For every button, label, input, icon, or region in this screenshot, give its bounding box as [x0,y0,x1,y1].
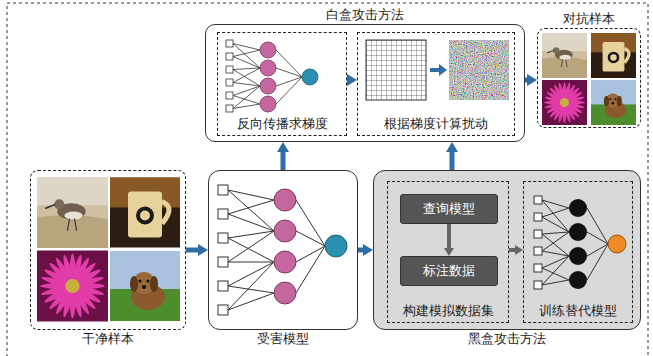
victim-network-part [325,235,347,257]
victim-network-part [274,189,296,304]
victim-network-part-part [274,282,296,304]
label-holder: 干净样本 [31,329,185,347]
dark-step-box: 标注数据 [400,256,498,286]
adversarial-sample-images [542,33,636,125]
label-holder: 反向传播求梯度 [218,116,346,132]
step-box: 根据梯度计算扰动 [357,32,515,136]
sample-box: 对抗样本 [537,28,641,128]
step-box: 训练替代模型 [523,181,633,323]
flow-arrow [450,148,455,170]
label-holder: 查询模型 [401,201,497,217]
victim-network-part-part [274,251,296,273]
victim-network-part [218,185,228,315]
victim-network-part-part [218,257,228,267]
outer-frame [7,3,648,356]
clean-sample-images-part [37,177,108,248]
clean-sample-images-part [110,251,180,321]
clean-sample-images-part [37,251,108,322]
victim-network-part-part [274,220,296,242]
victim-network [218,185,347,315]
label-holder: 构建模拟数据集 [388,303,508,319]
outer-frame-part [7,3,648,356]
label-holder: 训练替代模型 [524,303,632,319]
victim-network-part-part [274,189,296,211]
victim-network-part-part [218,185,228,195]
step-box: 构建模拟数据集查询模型标注数据 [387,181,509,323]
node-label: 受害模型 [255,331,311,347]
step-box: 反向传播求梯度 [217,32,347,136]
adversarial-sample-images-part [542,80,587,125]
method-panel: 黑盒攻击方法构建模拟数据集查询模型标注数据训练替代模型 [373,170,641,330]
victim-network-part-part [218,305,228,315]
node-label: 训练替代模型 [537,303,619,319]
adversarial-sample-images-part [591,80,636,125]
node-label: 查询模型 [421,201,477,217]
victim-network-part-part [218,209,228,219]
adversarial-sample-images-part [542,33,587,78]
flow-arrow [358,248,367,253]
sample-box: 干净样本 [30,170,186,330]
node-label: 对抗样本 [561,11,617,27]
clean-sample-images-part [110,178,180,248]
label-holder: 黑盒攻击方法 [374,329,640,347]
node-label: 根据梯度计算扰动 [382,116,490,132]
node-label: 黑盒攻击方法 [466,331,548,347]
node-label: 干净样本 [80,331,136,347]
victim-network-part-part [218,281,228,291]
label-holder: 根据梯度计算扰动 [358,116,514,132]
victim-network-part [228,190,325,310]
node-label: 反向传播求梯度 [235,116,330,132]
node-label: 白盒攻击方法 [324,7,406,23]
clean-sample-images [37,177,180,322]
victim-network-part-part [218,233,228,243]
flow-arrow [281,148,286,170]
flow-arrow [525,78,531,83]
node-label: 构建模拟数据集 [401,303,496,319]
method-panel: 白盒攻击方法反向传播求梯度根据梯度计算扰动 [205,24,525,142]
label-holder: 对抗样本 [538,11,640,29]
model-box: 受害模型 [208,170,358,330]
flow-arrow [186,248,202,253]
adversarial-sample-images-part [591,33,636,78]
label-holder: 白盒攻击方法 [206,7,524,25]
dark-step-box: 查询模型 [400,194,498,224]
label-holder: 受害模型 [209,329,357,347]
node-label: 标注数据 [421,263,477,279]
label-holder: 标注数据 [401,263,497,279]
